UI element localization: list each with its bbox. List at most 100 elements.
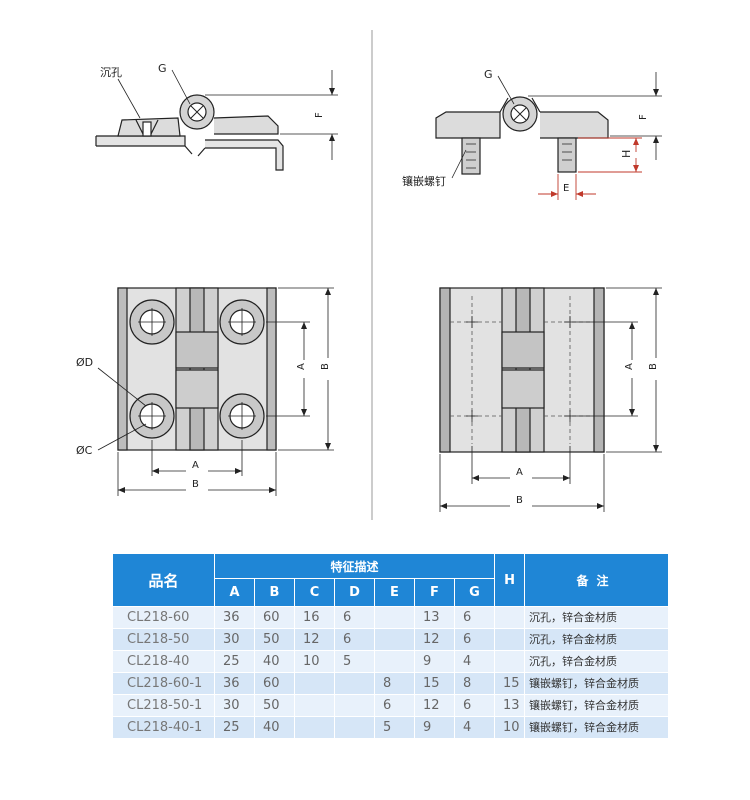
cell-G: 6 (453, 628, 496, 651)
dim-A-v-right: A (624, 363, 635, 370)
cell-C (294, 716, 335, 739)
cell-E: 8 (374, 672, 415, 695)
header-H: H (494, 553, 526, 607)
cell-A: 30 (214, 628, 255, 651)
cell-model: CL218-60-1 (112, 672, 215, 695)
header-col-C: C (294, 578, 335, 607)
cell-A: 25 (214, 716, 255, 739)
cell-model: CL218-50 (112, 628, 215, 651)
cell-note: 沉孔，锌合金材质 (524, 606, 670, 629)
cell-G: 4 (453, 650, 496, 673)
dim-F-right: F (638, 114, 649, 120)
dim-B-v-left: B (320, 363, 331, 370)
cell-F: 15 (414, 672, 455, 695)
cell-G: 8 (453, 672, 496, 695)
cell-F: 13 (414, 606, 455, 629)
cell-F: 9 (414, 716, 455, 739)
cell-H (494, 650, 526, 673)
header-col-B: B (254, 578, 295, 607)
cell-model: CL218-60 (112, 606, 215, 629)
cell-E: 5 (374, 716, 415, 739)
header-col-E: E (374, 578, 415, 607)
cell-C: 10 (294, 650, 335, 673)
cell-B: 60 (254, 606, 295, 629)
cell-note: 沉孔，锌合金材质 (524, 650, 670, 673)
cell-D: 5 (334, 650, 375, 673)
front-view-studs (439, 287, 605, 453)
dim-E: E (563, 183, 569, 194)
dim-H: H (620, 150, 633, 158)
cell-E (374, 650, 415, 673)
table-row: CL218-60-1 36 60 8 15 8 15 镶嵌螺钉，锌合金材质 (112, 672, 670, 695)
cell-E (374, 606, 415, 629)
dim-phiC: ØC (76, 444, 93, 457)
header-col-A: A (214, 578, 255, 607)
cell-G: 6 (453, 606, 496, 629)
dim-A-v-left: A (296, 363, 307, 370)
cell-A: 36 (214, 606, 255, 629)
cell-G: 6 (453, 694, 496, 717)
cell-C (294, 672, 335, 695)
technical-drawing: 沉孔 G F G 镶嵌螺钉 F H (76, 30, 662, 520)
cell-F: 9 (414, 650, 455, 673)
cell-F: 12 (414, 694, 455, 717)
cell-H (494, 628, 526, 651)
dim-B-v-right: B (648, 363, 659, 370)
spec-table: 品名 特征描述 H 备注 A B C D E F G CL218-60 36 6… (112, 553, 670, 739)
cell-G: 4 (453, 716, 496, 739)
cell-D (334, 672, 375, 695)
cell-note: 镶嵌螺钉，锌合金材质 (524, 672, 670, 695)
table-row: CL218-40 25 40 10 5 9 4 沉孔，锌合金材质 (112, 650, 670, 673)
cell-model: CL218-40 (112, 650, 215, 673)
label-countersink: 沉孔 (100, 66, 122, 79)
header-col-F: F (414, 578, 455, 607)
cell-D: 6 (334, 628, 375, 651)
cell-C: 12 (294, 628, 335, 651)
cell-note: 沉孔，锌合金材质 (524, 628, 670, 651)
cell-C: 16 (294, 606, 335, 629)
cell-B: 40 (254, 650, 295, 673)
cell-A: 25 (214, 650, 255, 673)
cell-E (374, 628, 415, 651)
front-view-countersunk (117, 287, 277, 451)
dim-B-h-right: B (516, 495, 523, 506)
header-col-G: G (453, 578, 496, 607)
table-row: CL218-50 30 50 12 6 12 6 沉孔，锌合金材质 (112, 628, 670, 651)
cell-D: 6 (334, 606, 375, 629)
cell-F: 12 (414, 628, 455, 651)
side-view-studs (435, 96, 609, 175)
cell-B: 50 (254, 694, 295, 717)
dim-F-left: F (314, 112, 325, 118)
side-view-countersunk (95, 94, 284, 171)
cell-A: 36 (214, 672, 255, 695)
cell-E: 6 (374, 694, 415, 717)
cell-model: CL218-40-1 (112, 716, 215, 739)
label-G-left: G (158, 62, 167, 75)
header-group: 特征描述 (213, 553, 496, 579)
dim-A-h-left: A (192, 460, 199, 471)
dim-A-h-right: A (516, 467, 523, 478)
cell-D (334, 694, 375, 717)
cell-note: 镶嵌螺钉，锌合金材质 (524, 716, 670, 739)
cell-D (334, 716, 375, 739)
table-row: CL218-40-1 25 40 5 9 4 10 镶嵌螺钉，锌合金材质 (112, 716, 670, 739)
dim-B-h-left: B (192, 479, 199, 490)
cell-B: 60 (254, 672, 295, 695)
label-insert-stud: 镶嵌螺钉 (402, 174, 446, 188)
cell-C (294, 694, 335, 717)
cell-H: 13 (494, 694, 526, 717)
cell-H: 10 (494, 716, 526, 739)
cell-model: CL218-50-1 (112, 694, 215, 717)
cell-H (494, 606, 526, 629)
header-note: 备注 (524, 553, 670, 607)
table-row: CL218-60 36 60 16 6 13 6 沉孔，锌合金材质 (112, 606, 670, 629)
label-G-right: G (484, 68, 493, 81)
table-row: CL218-50-1 30 50 6 12 6 13 镶嵌螺钉，锌合金材质 (112, 694, 670, 717)
header-col-D: D (334, 578, 375, 607)
dim-phiD: ØD (76, 356, 93, 369)
cell-B: 50 (254, 628, 295, 651)
cell-A: 30 (214, 694, 255, 717)
cell-H: 15 (494, 672, 526, 695)
cell-B: 40 (254, 716, 295, 739)
cell-note: 镶嵌螺钉，锌合金材质 (524, 694, 670, 717)
